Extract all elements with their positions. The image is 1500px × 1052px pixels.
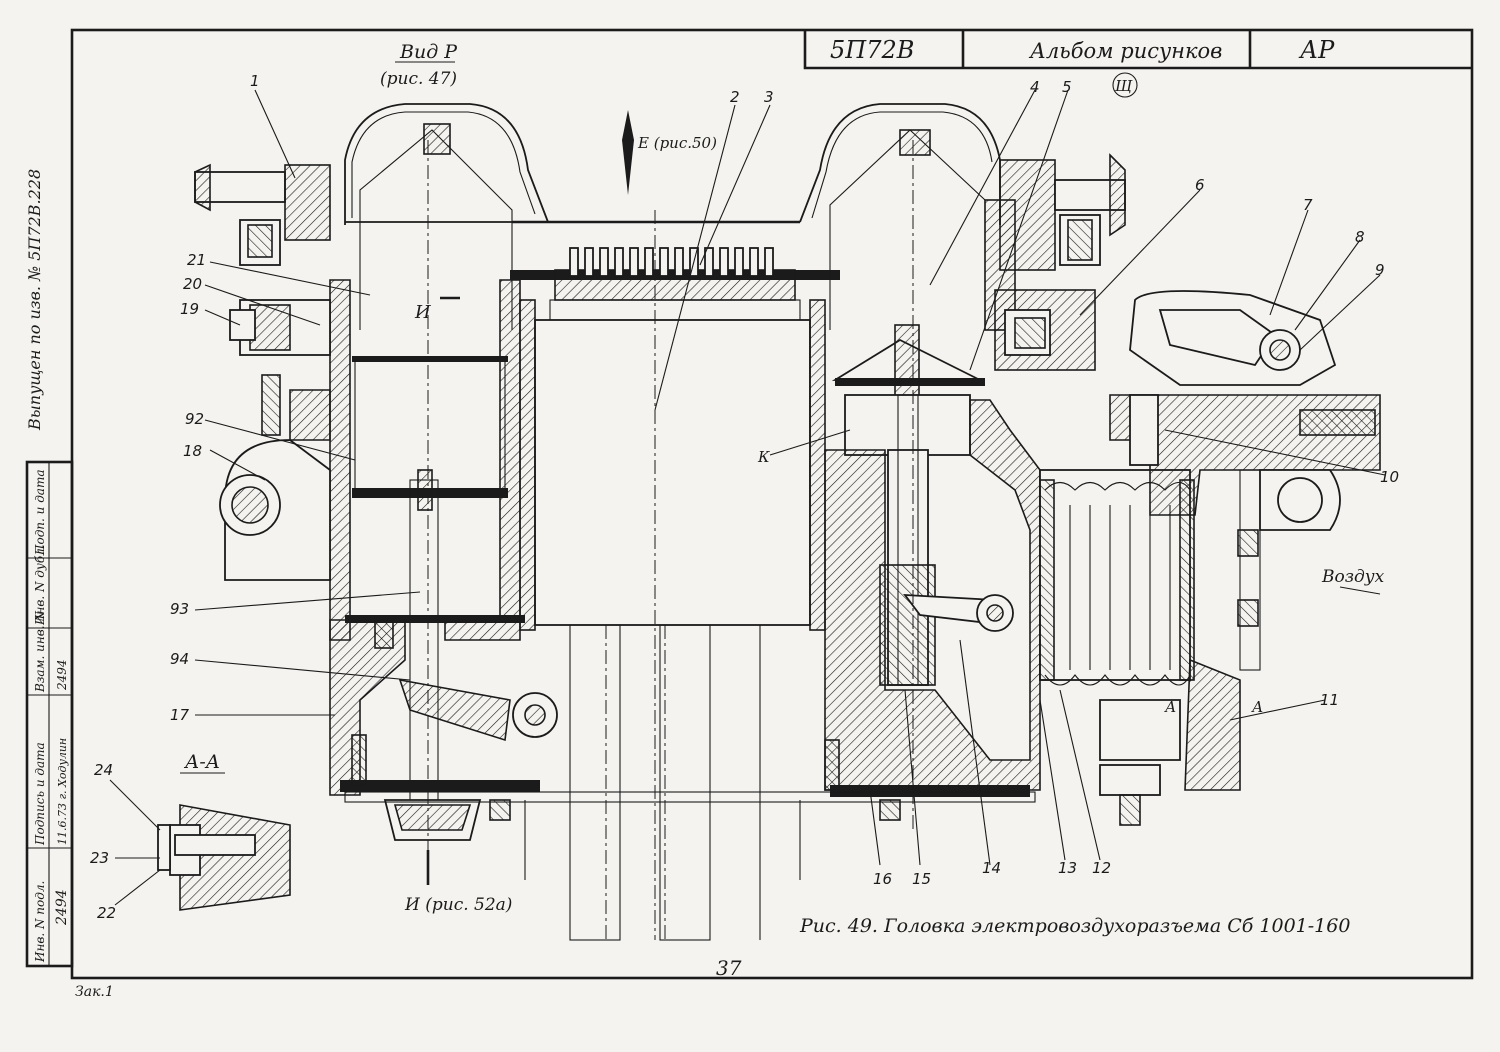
lower-stand xyxy=(344,791,1036,880)
part-5: 5 xyxy=(1062,78,1072,96)
side-replace-value: 2494 xyxy=(55,659,69,691)
section-a1-label: А xyxy=(1164,698,1176,716)
part-16: 16 xyxy=(873,870,892,888)
part-92: 92 xyxy=(185,410,204,428)
title-album: Альбом рисунков xyxy=(1028,39,1222,63)
side-col2: Подпись и дата xyxy=(33,742,47,846)
part-13: 13 xyxy=(1058,859,1077,877)
leader-lines xyxy=(109,89,1386,906)
left-fittings xyxy=(194,163,331,581)
side-col3: Взам. инв. N xyxy=(33,611,47,693)
part-1: 1 xyxy=(250,72,260,90)
section-a2-label: А xyxy=(1251,698,1263,716)
part-18: 18 xyxy=(183,442,202,460)
part-14: 14 xyxy=(982,859,1001,877)
right-fittings xyxy=(994,153,1126,371)
part-24: 24 xyxy=(94,761,113,779)
part-6: 6 xyxy=(1195,176,1205,194)
figure-caption: Рис. 49. Головка электровоздухоразъема С… xyxy=(799,915,1350,937)
view-e-label: Е (рис.50) xyxy=(637,134,717,152)
part-8: 8 xyxy=(1355,228,1365,246)
letter-k-label: К xyxy=(757,448,770,466)
central-block xyxy=(510,110,840,941)
part-15: 15 xyxy=(912,870,931,888)
part-numbers: 1 2 3 4 5 6 7 8 9 10 11 12 13 14 15 16 1… xyxy=(90,72,1399,922)
view-p-ref: (рис. 47) xyxy=(380,69,457,89)
part-17: 17 xyxy=(170,706,190,724)
section-i-label: И xyxy=(414,302,431,323)
part-3: 3 xyxy=(764,88,774,106)
title-stamp: Щ xyxy=(1115,77,1133,95)
side-note: Выпущен по изв. № 5П72В.228 xyxy=(25,169,44,431)
part-9: 9 xyxy=(1375,261,1385,279)
page-number: 37 xyxy=(716,956,742,980)
side-col4: Инв. N дубл. xyxy=(33,544,47,626)
side-table: Подп. и дата Инв. N дубл. Взам. инв. N П… xyxy=(25,460,74,968)
part-23: 23 xyxy=(90,849,109,867)
section-aa-detail xyxy=(115,804,291,911)
view-labels: Вид Р (рис. 47) Е (рис.50) И И (рис. 52а… xyxy=(180,41,1385,915)
part-94: 94 xyxy=(170,650,189,668)
side-col5: Подп. и дата xyxy=(33,470,47,557)
part-11: 11 xyxy=(1320,691,1339,709)
contact-fingers xyxy=(569,247,774,277)
part-93: 93 xyxy=(170,600,189,618)
left-cylinder xyxy=(329,103,558,860)
section-aa-label: А-А xyxy=(183,751,220,773)
air-label: Воздух xyxy=(1321,567,1385,587)
side-sign-value: 11.6.73 г. Ходулин xyxy=(56,738,69,845)
part-12: 12 xyxy=(1092,859,1111,877)
section-i-ref: И (рис. 52а) xyxy=(404,895,512,915)
side-col1: Инв. N подл. xyxy=(33,881,47,963)
title-ap: АР xyxy=(1298,36,1335,64)
part-7: 7 xyxy=(1303,196,1313,214)
part-21: 21 xyxy=(187,251,206,269)
footer-note: Зак.1 xyxy=(75,984,114,1000)
part-10: 10 xyxy=(1380,468,1399,486)
view-p-label: Вид Р xyxy=(399,41,458,63)
title-code: 5П72В xyxy=(830,36,914,64)
side-inv-value: 2494 xyxy=(54,889,70,926)
bellows-assembly xyxy=(1039,290,1381,826)
title-block: 5П72В Альбом рисунков АР Щ xyxy=(803,30,1472,98)
part-4: 4 xyxy=(1030,78,1040,96)
part-22: 22 xyxy=(97,904,116,922)
part-19: 19 xyxy=(180,300,199,318)
part-2: 2 xyxy=(730,88,740,106)
part-20: 20 xyxy=(183,275,202,293)
